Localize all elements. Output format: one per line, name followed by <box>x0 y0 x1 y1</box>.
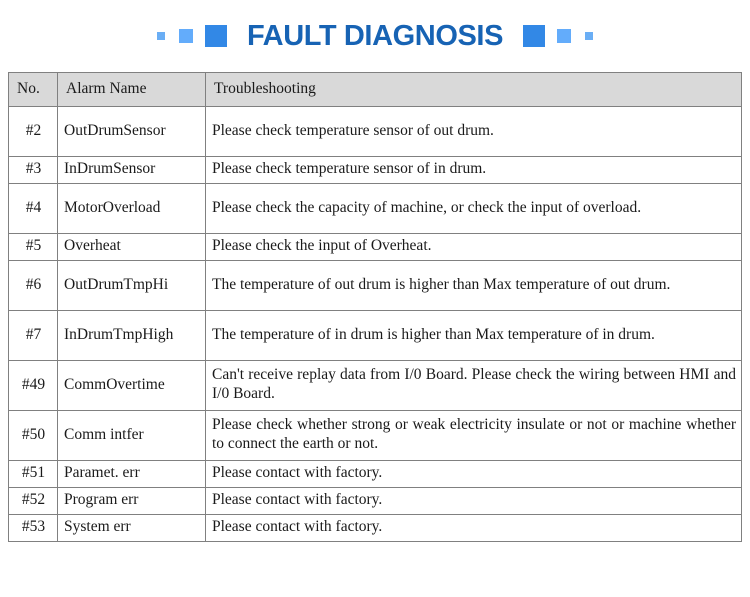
cell-alarm-name: OutDrumTmpHi <box>57 260 206 311</box>
table-header-row: No. Alarm Name Troubleshooting <box>8 72 742 107</box>
cell-troubleshooting: Can't receive replay data from I/0 Board… <box>205 360 742 411</box>
cell-troubleshooting: Please check the input of Overheat. <box>205 233 742 261</box>
square-large-icon <box>204 25 227 47</box>
cell-alarm-no: #50 <box>8 410 58 461</box>
cell-alarm-no: #52 <box>8 487 58 515</box>
square-large-icon <box>523 25 546 47</box>
cell-troubleshooting: Please check temperature sensor of in dr… <box>205 156 742 184</box>
cell-alarm-name: System err <box>57 514 206 542</box>
square-small-icon <box>156 32 165 40</box>
column-header-troubleshooting: Troubleshooting <box>205 72 742 107</box>
cell-alarm-name: InDrumSensor <box>57 156 206 184</box>
cell-alarm-name: Comm intfer <box>57 410 206 461</box>
column-header-alarm-name: Alarm Name <box>57 72 206 107</box>
cell-alarm-no: #53 <box>8 514 58 542</box>
cell-troubleshooting: Please contact with factory. <box>205 460 742 488</box>
banner-decoration-right <box>523 25 594 47</box>
cell-troubleshooting: Please check whether strong or weak elec… <box>205 410 742 461</box>
cell-alarm-name: MotorOverload <box>57 183 206 234</box>
cell-alarm-name: CommOvertime <box>57 360 206 411</box>
cell-alarm-name: Paramet. err <box>57 460 206 488</box>
cell-troubleshooting: Please check temperature sensor of out d… <box>205 106 742 157</box>
column-header-no: No. <box>8 72 58 107</box>
cell-alarm-name: Program err <box>57 487 206 515</box>
cell-alarm-no: #2 <box>8 106 58 157</box>
square-medium-icon <box>178 29 193 43</box>
cell-alarm-no: #4 <box>8 183 58 234</box>
cell-alarm-name: OutDrumSensor <box>57 106 206 157</box>
square-small-icon <box>585 32 594 40</box>
cell-alarm-no: #51 <box>8 460 58 488</box>
page-banner: FAULT DIAGNOSIS <box>0 0 750 72</box>
cell-troubleshooting: Please contact with factory. <box>205 487 742 515</box>
cell-alarm-name: InDrumTmpHigh <box>57 310 206 361</box>
cell-troubleshooting: The temperature of in drum is higher tha… <box>205 310 742 361</box>
cell-alarm-name: Overheat <box>57 233 206 261</box>
cell-alarm-no: #3 <box>8 156 58 184</box>
cell-alarm-no: #7 <box>8 310 58 361</box>
cell-alarm-no: #6 <box>8 260 58 311</box>
cell-troubleshooting: The temperature of out drum is higher th… <box>205 260 742 311</box>
cell-alarm-no: #5 <box>8 233 58 261</box>
cell-alarm-no: #49 <box>8 360 58 411</box>
cell-troubleshooting: Please check the capacity of machine, or… <box>205 183 742 234</box>
square-medium-icon <box>557 29 572 43</box>
cell-troubleshooting: Please contact with factory. <box>205 514 742 542</box>
page-title: FAULT DIAGNOSIS <box>246 19 504 52</box>
banner-decoration-left <box>156 25 227 47</box>
